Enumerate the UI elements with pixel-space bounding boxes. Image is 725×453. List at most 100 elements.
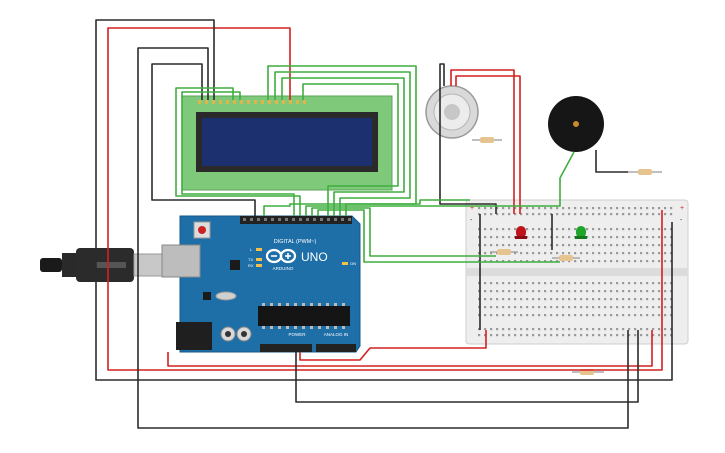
breadboard-hole[interactable] xyxy=(580,282,583,285)
breadboard-hole[interactable] xyxy=(586,328,589,331)
breadboard-hole[interactable] xyxy=(574,290,577,293)
breadboard-hole[interactable] xyxy=(484,290,487,293)
breadboard-hole[interactable] xyxy=(616,252,619,255)
breadboard-hole[interactable] xyxy=(562,236,565,239)
breadboard-hole[interactable] xyxy=(478,290,481,293)
breadboard-hole[interactable] xyxy=(508,306,511,309)
breadboard-hole[interactable] xyxy=(526,236,529,239)
breadboard-hole[interactable] xyxy=(538,282,541,285)
breadboard-hole[interactable] xyxy=(508,236,511,239)
breadboard-hole[interactable] xyxy=(616,328,619,331)
breadboard-hole[interactable] xyxy=(622,236,625,239)
breadboard-hole[interactable] xyxy=(550,228,553,231)
breadboard-hole[interactable] xyxy=(562,314,565,317)
breadboard-hole[interactable] xyxy=(538,314,541,317)
breadboard-hole[interactable] xyxy=(550,306,553,309)
breadboard-hole[interactable] xyxy=(580,252,583,255)
breadboard-hole[interactable] xyxy=(580,298,583,301)
breadboard-hole[interactable] xyxy=(646,228,649,231)
breadboard-hole[interactable] xyxy=(622,298,625,301)
breadboard-hole[interactable] xyxy=(514,328,517,331)
lcd-display[interactable] xyxy=(181,95,393,191)
wire-green-led-green[interactable] xyxy=(317,209,560,263)
breadboard-hole[interactable] xyxy=(622,213,625,216)
breadboard-hole[interactable] xyxy=(658,306,661,309)
breadboard-hole[interactable] xyxy=(508,282,511,285)
breadboard-hole[interactable] xyxy=(562,282,565,285)
breadboard-hole[interactable] xyxy=(544,260,547,263)
breadboard-hole[interactable] xyxy=(580,328,583,331)
breadboard-hole[interactable] xyxy=(622,244,625,247)
breadboard-hole[interactable] xyxy=(592,236,595,239)
breadboard-hole[interactable] xyxy=(586,282,589,285)
breadboard-hole[interactable] xyxy=(646,207,649,210)
wire-black-buzzer[interactable] xyxy=(595,150,628,173)
breadboard-hole[interactable] xyxy=(622,260,625,263)
breadboard-hole[interactable] xyxy=(544,298,547,301)
breadboard-hole[interactable] xyxy=(634,282,637,285)
breadboard-hole[interactable] xyxy=(640,252,643,255)
breadboard-hole[interactable] xyxy=(538,260,541,263)
breadboard-hole[interactable] xyxy=(646,298,649,301)
breadboard-hole[interactable] xyxy=(592,207,595,210)
breadboard-hole[interactable] xyxy=(526,228,529,231)
breadboard-hole[interactable] xyxy=(592,290,595,293)
breadboard-hole[interactable] xyxy=(652,282,655,285)
breadboard-hole[interactable] xyxy=(586,236,589,239)
breadboard-hole[interactable] xyxy=(532,213,535,216)
breadboard-hole[interactable] xyxy=(556,260,559,263)
breadboard-hole[interactable] xyxy=(496,306,499,309)
breadboard-hole[interactable] xyxy=(526,334,529,337)
breadboard-hole[interactable] xyxy=(622,228,625,231)
breadboard-hole[interactable] xyxy=(670,228,673,231)
wire-green-sensor[interactable] xyxy=(263,199,470,216)
breadboard-hole[interactable] xyxy=(490,260,493,263)
breadboard-hole[interactable] xyxy=(568,298,571,301)
breadboard-hole[interactable] xyxy=(616,244,619,247)
breadboard-hole[interactable] xyxy=(496,213,499,216)
breadboard-hole[interactable] xyxy=(544,306,547,309)
breadboard-hole[interactable] xyxy=(586,298,589,301)
breadboard-hole[interactable] xyxy=(502,314,505,317)
breadboard-hole[interactable] xyxy=(478,260,481,263)
breadboard-hole[interactable] xyxy=(652,244,655,247)
breadboard-hole[interactable] xyxy=(658,228,661,231)
breadboard-hole[interactable] xyxy=(556,207,559,210)
breadboard-hole[interactable] xyxy=(610,290,613,293)
breadboard-hole[interactable] xyxy=(508,314,511,317)
breadboard-hole[interactable] xyxy=(550,290,553,293)
breadboard-hole[interactable] xyxy=(592,244,595,247)
breadboard-hole[interactable] xyxy=(658,314,661,317)
breadboard-hole[interactable] xyxy=(610,252,613,255)
breadboard-hole[interactable] xyxy=(670,236,673,239)
breadboard-hole[interactable] xyxy=(532,236,535,239)
breadboard-hole[interactable] xyxy=(562,213,565,216)
breadboard-hole[interactable] xyxy=(670,306,673,309)
breadboard-hole[interactable] xyxy=(484,260,487,263)
breadboard-hole[interactable] xyxy=(496,328,499,331)
resistor-buzzer[interactable] xyxy=(628,169,662,175)
breadboard-hole[interactable] xyxy=(598,228,601,231)
breadboard-hole[interactable] xyxy=(664,282,667,285)
wire-red-5v[interactable] xyxy=(299,330,487,361)
wire-green-6[interactable] xyxy=(181,91,295,216)
breadboard-hole[interactable] xyxy=(562,207,565,210)
breadboard-hole[interactable] xyxy=(544,228,547,231)
breadboard-hole[interactable] xyxy=(574,252,577,255)
breadboard-hole[interactable] xyxy=(544,252,547,255)
breadboard-hole[interactable] xyxy=(634,244,637,247)
breadboard-hole[interactable] xyxy=(532,290,535,293)
breadboard-hole[interactable] xyxy=(598,334,601,337)
breadboard-hole[interactable] xyxy=(484,334,487,337)
breadboard-hole[interactable] xyxy=(502,228,505,231)
breadboard-hole[interactable] xyxy=(508,228,511,231)
breadboard-hole[interactable] xyxy=(604,290,607,293)
breadboard-hole[interactable] xyxy=(568,328,571,331)
breadboard-hole[interactable] xyxy=(478,328,481,331)
breadboard-hole[interactable] xyxy=(622,290,625,293)
breadboard-hole[interactable] xyxy=(544,328,547,331)
breadboard-hole[interactable] xyxy=(640,236,643,239)
breadboard-hole[interactable] xyxy=(574,314,577,317)
breadboard-hole[interactable] xyxy=(592,334,595,337)
breadboard-hole[interactable] xyxy=(550,298,553,301)
